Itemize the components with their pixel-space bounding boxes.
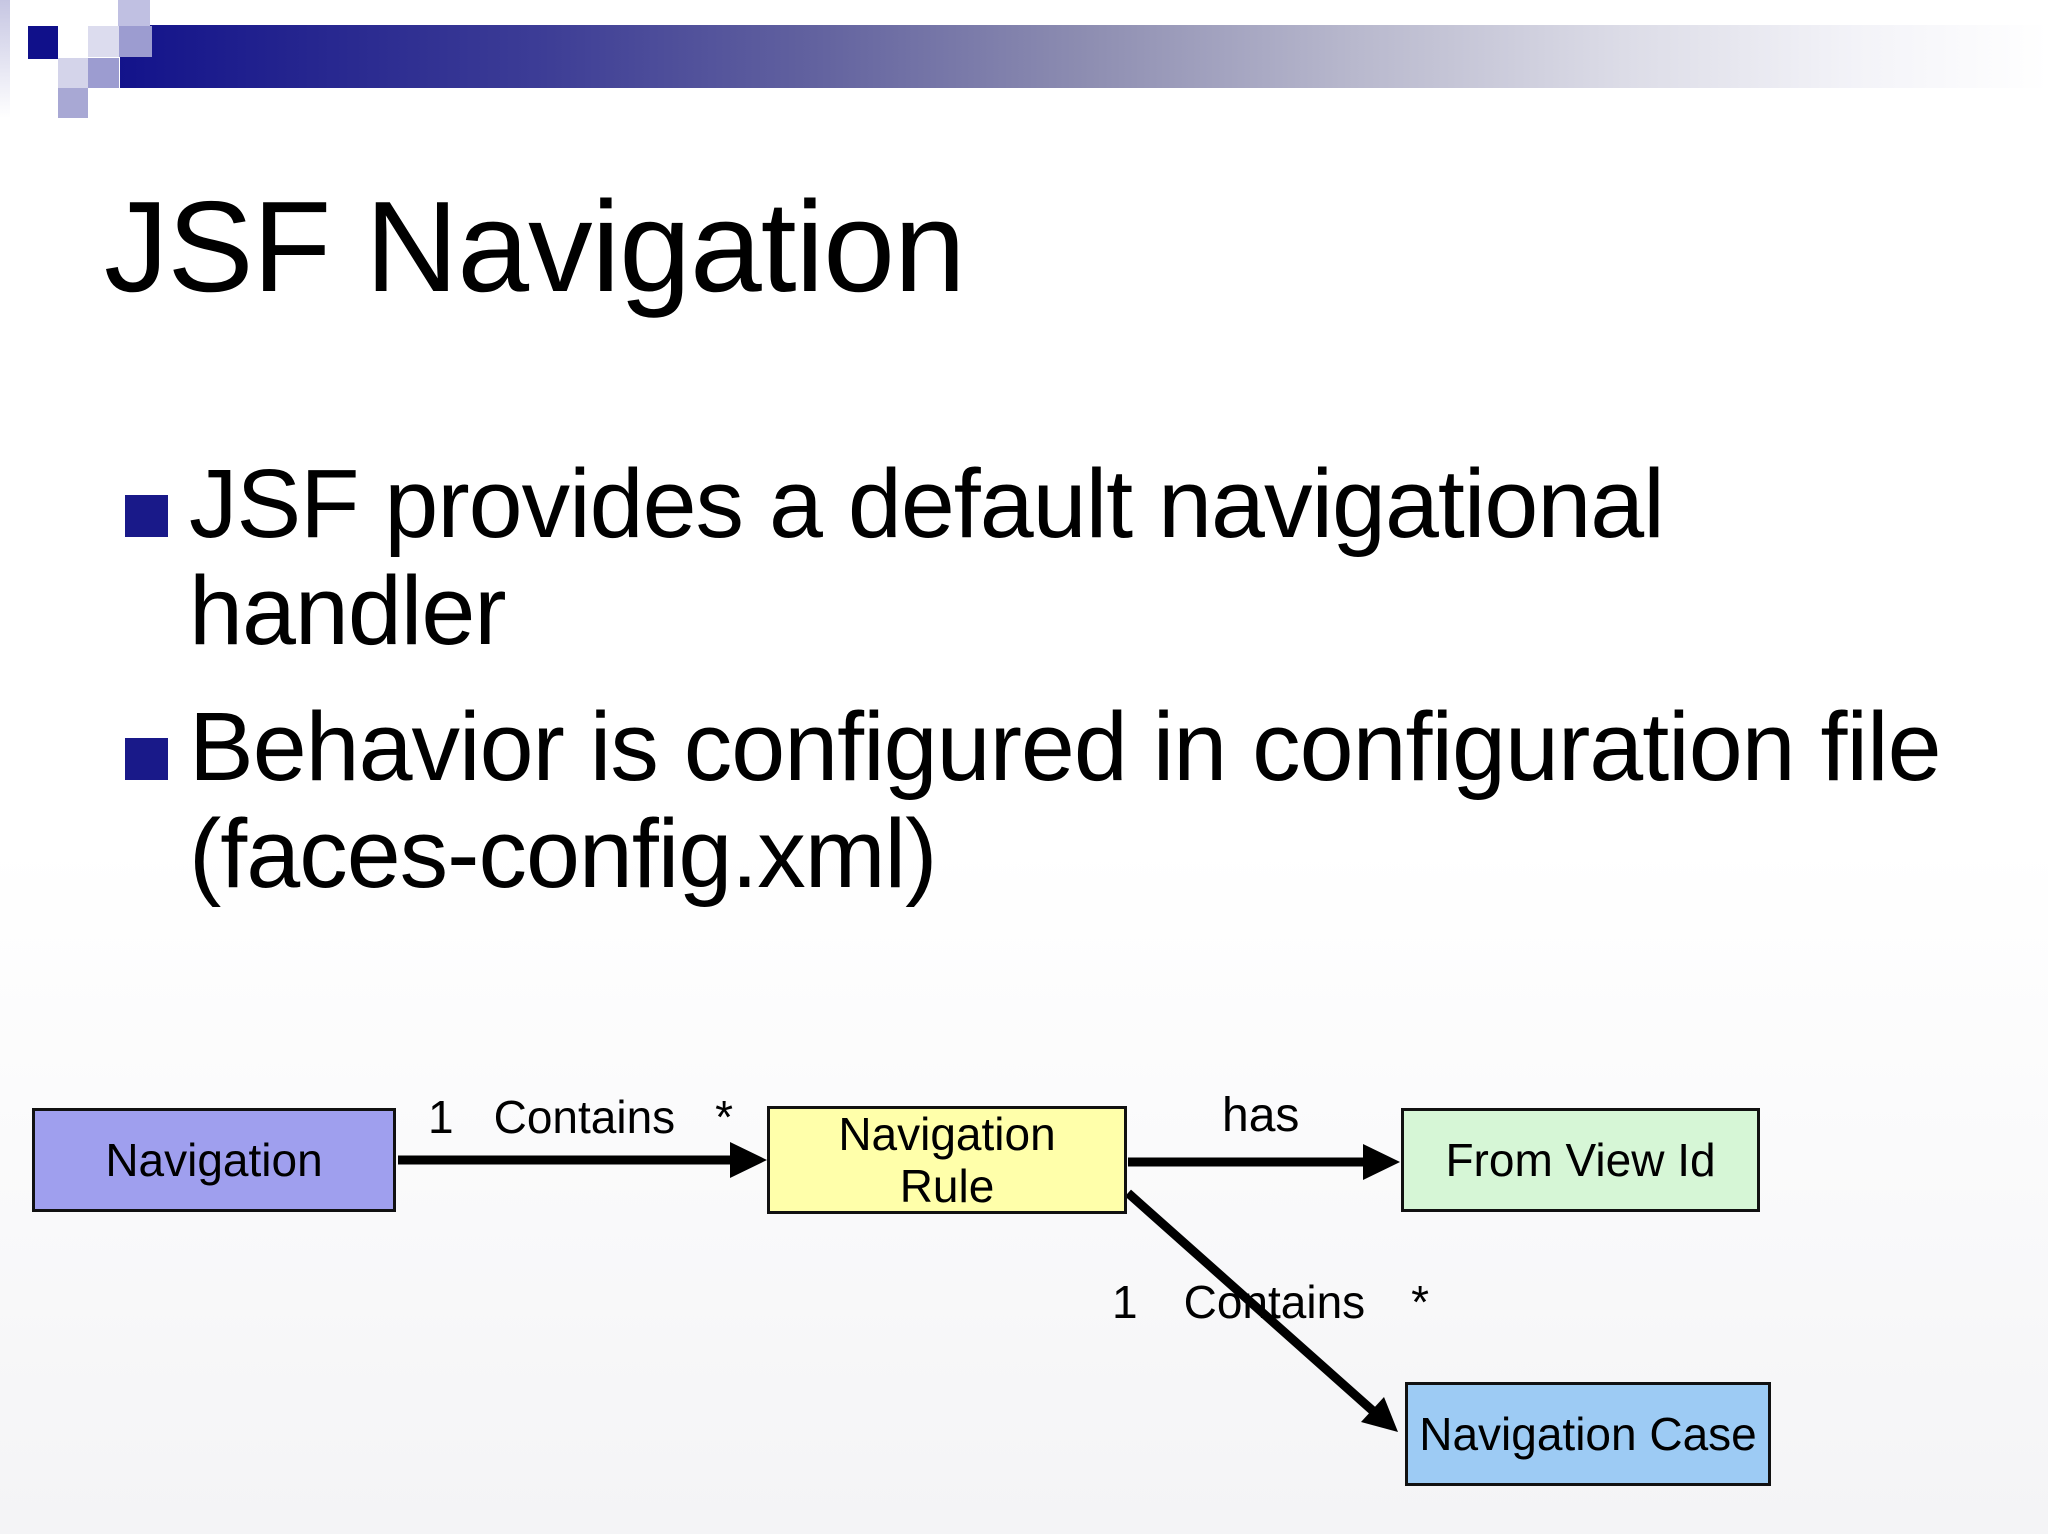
box-label-line: Rule [899,1160,995,1212]
relation-verb: Contains [1183,1276,1366,1328]
relation-verb: has [1222,1089,1300,1142]
diagram-box-from-view-id: From View Id [1401,1108,1760,1212]
box-label: From View Id [1445,1134,1716,1186]
has-arrow [1128,1144,1400,1180]
contains-rule-arrow [398,1142,767,1178]
bullet-line: handler [189,556,507,665]
relation-verb: Contains [493,1091,676,1143]
bullet-item: Behavior is configured in configuration … [125,692,1942,908]
bullet-square-icon [125,738,168,780]
page-title: JSF Navigation [104,175,966,319]
header-square-icon [88,26,119,57]
relation-label-has: has [1222,1092,1299,1140]
contains-case-arrow [1125,1189,1398,1432]
diagram-box-navigation-case: Navigation Case [1405,1382,1771,1486]
header-square-icon [28,26,58,59]
box-label: Navigation [105,1134,323,1186]
box-label-line: Navigation [838,1108,1056,1160]
header-left-strip [0,0,10,118]
arrowhead-icon [730,1142,767,1178]
header-square-icon [58,88,88,118]
arrowhead-icon [1361,1397,1398,1432]
relation-label-contains-rule: 1 Contains * [428,1094,733,1140]
header-square-icon [119,26,152,57]
header-gradient-bar [120,25,2048,88]
bullet-item: JSF provides a default navigational hand… [125,449,1665,665]
bullet-line: (faces-config.xml) [189,799,937,908]
bullet-square-icon [125,495,168,537]
bullet-line: JSF provides a default navigational [189,449,1665,558]
cardinality: * [1411,1276,1430,1328]
cardinality: 1 [1112,1276,1138,1328]
bullet-line: Behavior is configured in configuration … [189,692,1942,801]
cardinality: 1 [428,1091,454,1143]
header-square-icon [118,0,150,26]
diagram-box-navigation: Navigation [32,1108,396,1212]
header-square-icon [58,58,88,88]
diagram-arrows [398,1142,1400,1432]
diagram-box-navigation-rule: Navigation Rule [767,1106,1127,1214]
relation-label-contains-case: 1 Contains * [1112,1279,1429,1325]
header-square-icon [88,58,119,88]
arrowhead-icon [1363,1144,1400,1180]
bullet-text: JSF provides a default navigational hand… [189,449,1665,665]
cardinality: * [715,1091,734,1143]
box-label: Navigation Case [1419,1408,1757,1460]
bullet-text: Behavior is configured in configuration … [189,692,1942,908]
